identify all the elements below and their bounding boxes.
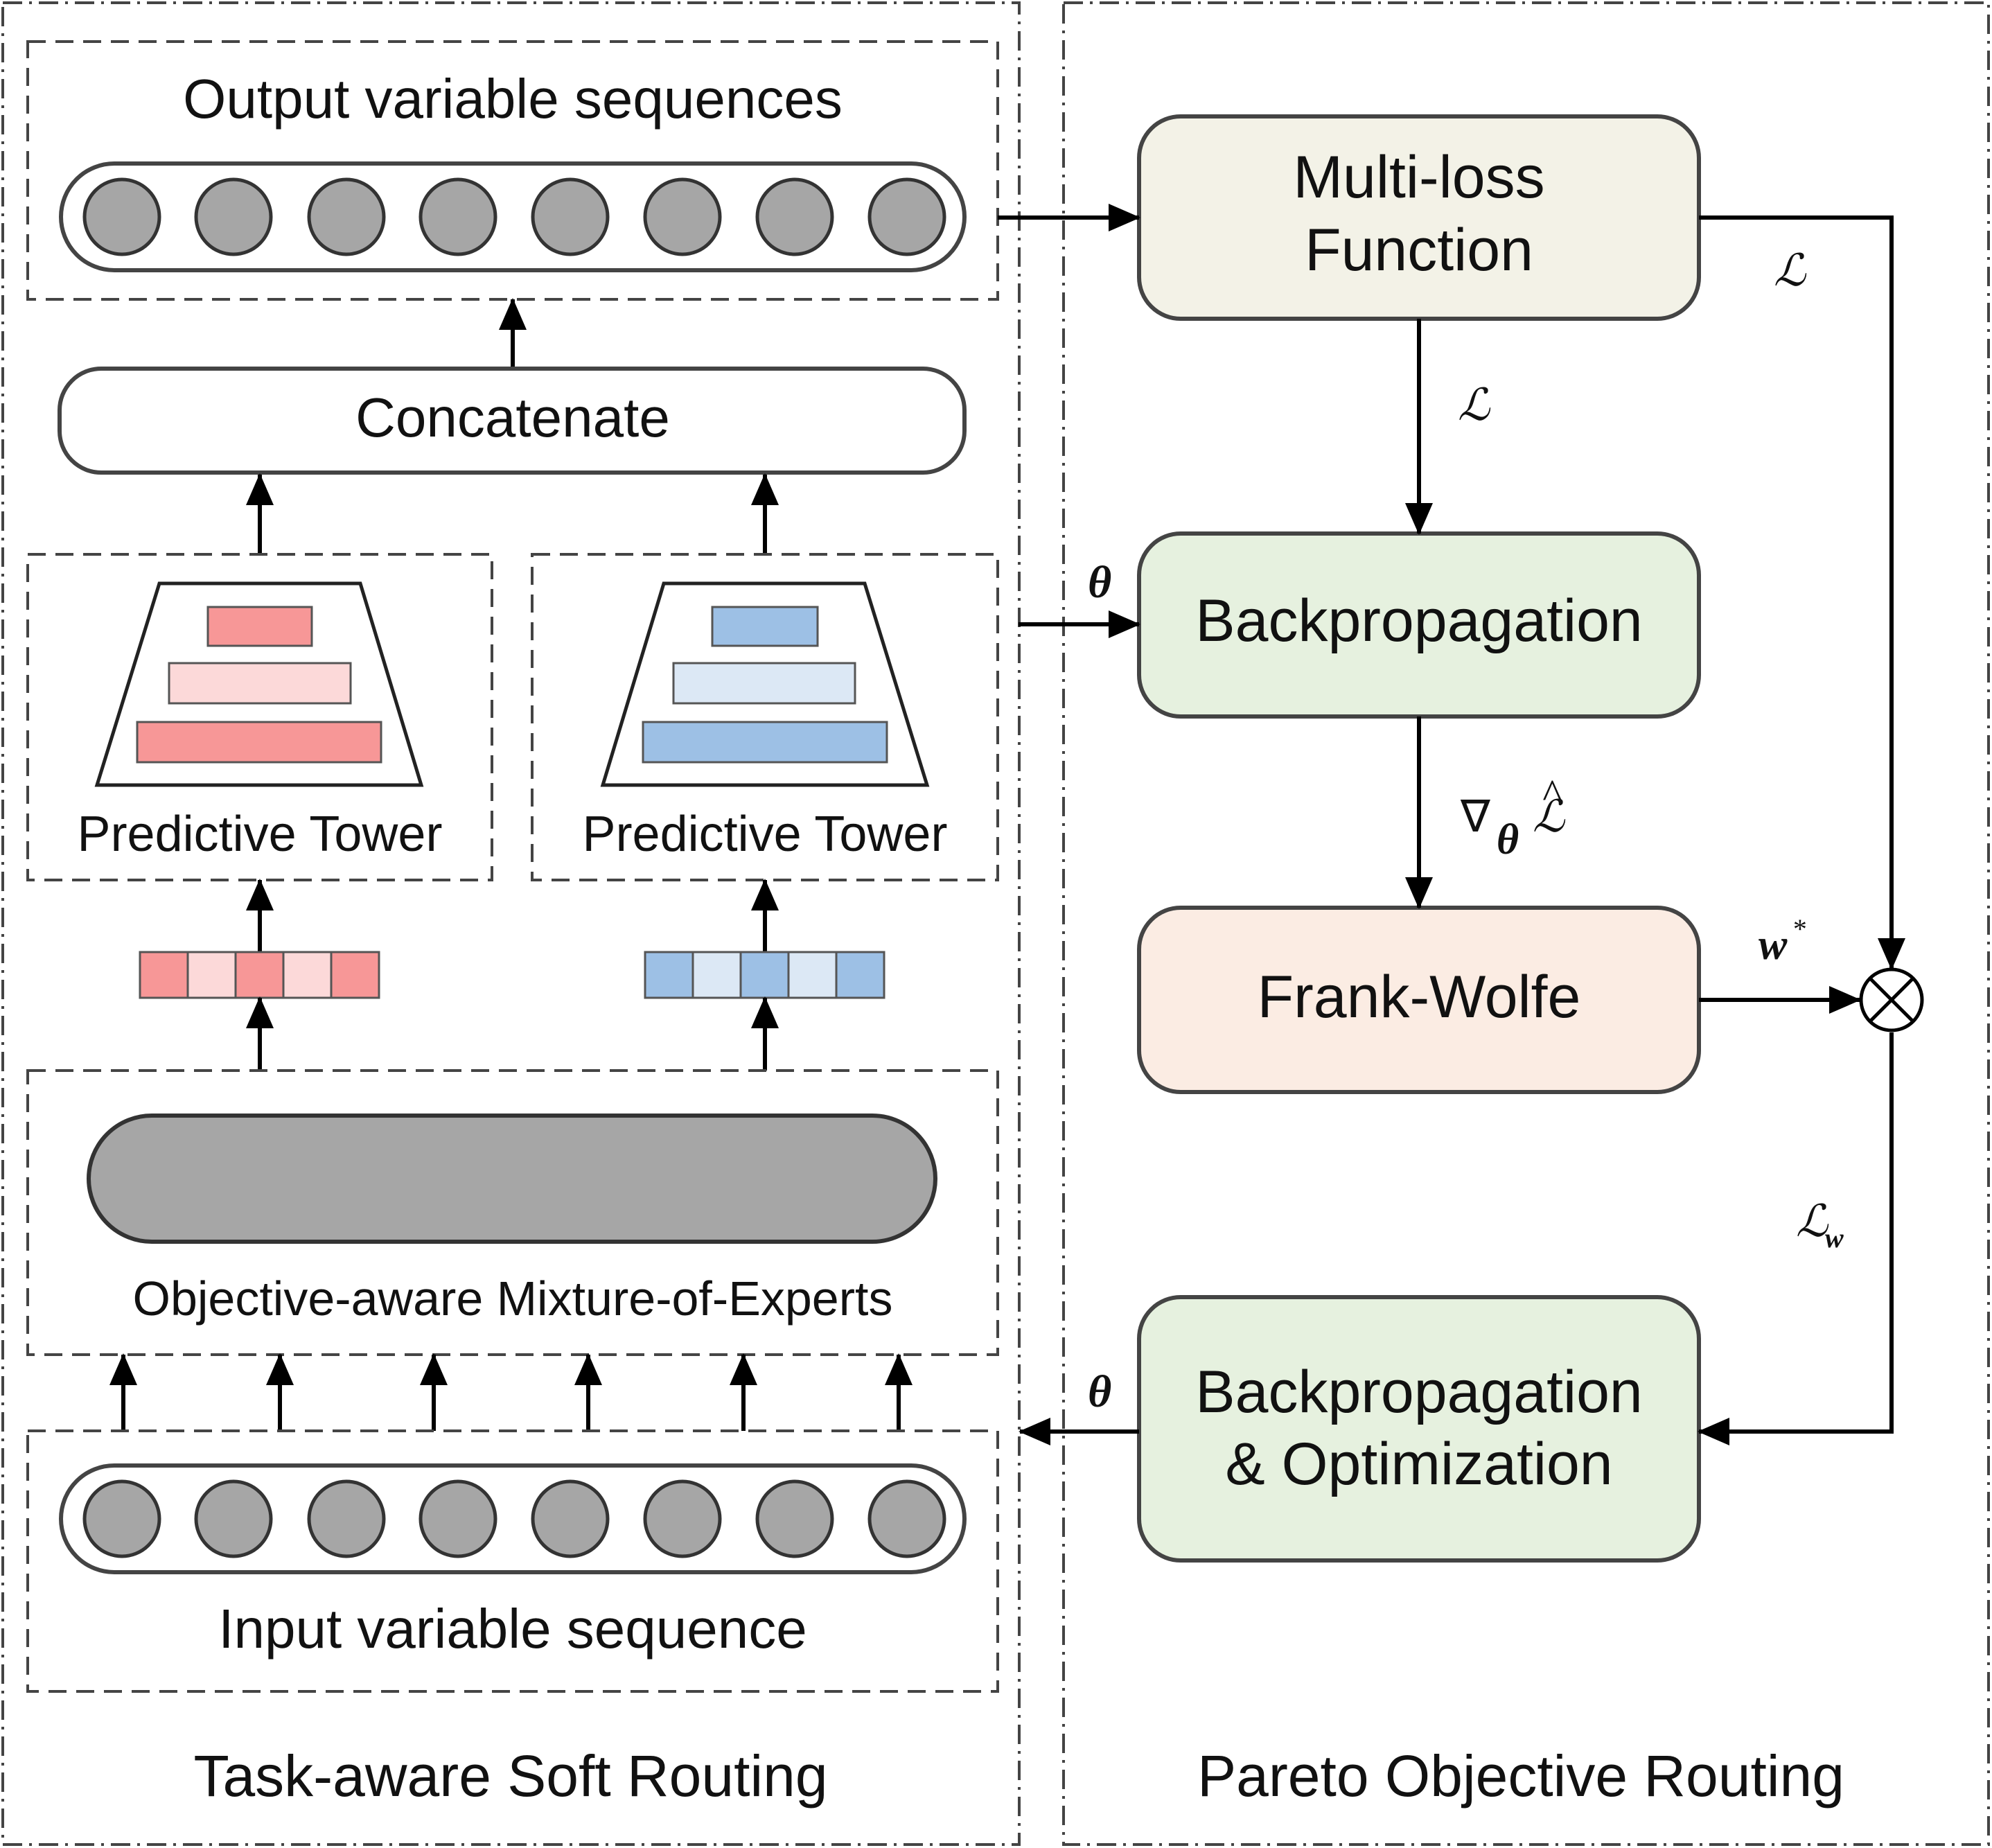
input-node	[867, 1479, 946, 1558]
multiloss-label-line1: Multi-loss	[1293, 144, 1544, 211]
output-label: Output variable sequences	[183, 68, 843, 130]
line-product-to-backprop-opt	[1698, 1032, 1894, 1445]
frankwolfe-label: Frank-Wolfe	[1258, 964, 1581, 1030]
output-block-frame	[26, 40, 999, 301]
input-node	[755, 1479, 834, 1558]
embedding-cell	[330, 951, 380, 999]
input-node	[643, 1479, 722, 1558]
output-node	[418, 177, 497, 256]
backprop-label: Backpropagation	[1195, 588, 1642, 654]
embedding-cell	[787, 951, 838, 999]
tower-right-layer-bottom	[642, 721, 888, 764]
input-node	[531, 1479, 610, 1558]
tower-right-frame	[531, 553, 999, 881]
input-sequence-capsule	[59, 1463, 967, 1574]
tower-left-layer-top	[206, 606, 313, 647]
right-panel-frame	[1062, 1, 1990, 1846]
w-star-superscript: *	[1792, 913, 1806, 944]
backprop-opt-label-line2: & Optimization	[1225, 1431, 1612, 1497]
loss-w-subscript: w	[1825, 1222, 1844, 1253]
loss-w-label: ℒ	[1796, 1197, 1829, 1246]
backprop-opt-box	[1137, 1295, 1701, 1563]
input-node	[418, 1479, 497, 1558]
embedding-cell	[739, 951, 790, 999]
input-block-frame	[26, 1429, 999, 1693]
embedding-cell	[282, 951, 333, 999]
theta-label-bottom: θ	[1088, 1366, 1111, 1417]
tower-left-layer-mid	[168, 662, 352, 705]
multiloss-label-line2: Function	[1305, 217, 1533, 283]
input-node	[82, 1479, 161, 1558]
w-star-label: w	[1759, 922, 1788, 969]
output-node	[82, 177, 161, 256]
embedding-strip-left	[139, 951, 380, 999]
concatenate-label: Concatenate	[355, 387, 670, 448]
backprop-opt-label-line1: Backpropagation	[1195, 1359, 1642, 1425]
product-node-cross-b	[1869, 977, 1914, 1023]
input-nodes	[82, 1479, 946, 1558]
output-node	[531, 177, 610, 256]
input-label: Input variable sequence	[218, 1598, 807, 1660]
theta-label-top: θ	[1088, 557, 1111, 608]
tower-left-frame	[26, 553, 493, 881]
left-panel-frame	[1, 1, 1021, 1846]
right-panel-title: Pareto Objective Routing	[1197, 1743, 1844, 1809]
embedding-cell	[139, 951, 189, 999]
gradient-nabla: ∇	[1460, 792, 1490, 841]
moe-label: Objective-aware Mixture-of-Experts	[133, 1271, 893, 1326]
gradient-hat: ^	[1542, 771, 1562, 817]
tower-right-label: Predictive Tower	[583, 807, 948, 862]
output-node	[194, 177, 273, 256]
embedding-cell	[186, 951, 237, 999]
output-nodes	[82, 177, 946, 256]
concatenate-box	[58, 367, 967, 475]
moe-block-frame	[26, 1069, 999, 1356]
line-multiloss-to-product	[1699, 215, 1905, 970]
output-sequence-capsule	[59, 161, 967, 272]
left-panel-title: Task-aware Soft Routing	[193, 1743, 827, 1809]
input-to-moe-arrows	[109, 1353, 913, 1431]
embedding-cell	[691, 951, 742, 999]
moe-capsule	[87, 1114, 937, 1244]
output-node	[755, 177, 834, 256]
input-node	[194, 1479, 273, 1558]
gradient-subscript: θ	[1497, 816, 1519, 863]
input-node	[307, 1479, 386, 1558]
gradient-loss: ℒ	[1533, 792, 1566, 841]
tower-right-layer-mid	[672, 662, 856, 705]
output-node	[867, 177, 946, 256]
tower-right-layer-top	[711, 606, 819, 647]
tower-left-label: Predictive Tower	[78, 807, 443, 862]
output-node	[307, 177, 386, 256]
embedding-cell	[234, 951, 285, 999]
embedding-cell	[644, 951, 694, 999]
embedding-cell	[835, 951, 885, 999]
loss-label-right: ℒ	[1774, 246, 1807, 295]
loss-label-mid: ℒ	[1458, 380, 1491, 430]
output-node	[643, 177, 722, 256]
tower-left-layer-bottom	[136, 721, 382, 764]
embedding-strip-right	[644, 951, 885, 999]
